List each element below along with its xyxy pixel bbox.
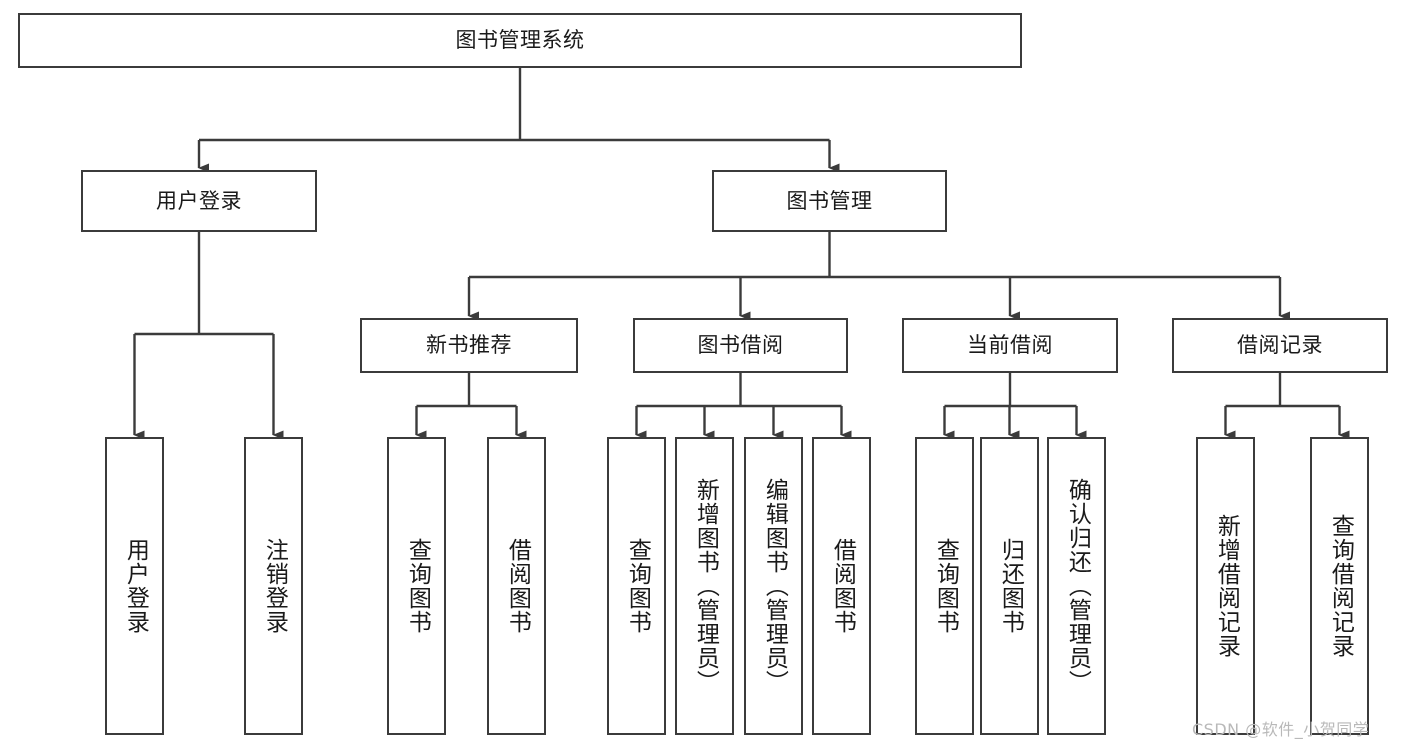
node-label-leaf-query-book-1: 查询图书	[404, 538, 431, 634]
node-leaf-user-logout[interactable]: 注销登录	[244, 437, 303, 735]
node-new-book-recommend[interactable]: 新书推荐	[360, 318, 578, 373]
node-label-leaf-user-logout: 注销登录	[261, 538, 288, 634]
node-leaf-query-book-1[interactable]: 查询图书	[387, 437, 446, 735]
node-label-leaf-return-book: 归还图书	[997, 538, 1024, 634]
node-label-borrow-record: 借阅记录	[1237, 333, 1323, 357]
node-leaf-user-login[interactable]: 用户登录	[105, 437, 164, 735]
node-label-leaf-edit-book: 编辑图书（管理员）	[761, 478, 788, 694]
node-borrow-record[interactable]: 借阅记录	[1172, 318, 1388, 373]
node-label-leaf-query-record: 查询借阅记录	[1327, 514, 1354, 658]
node-label-leaf-query-book-2: 查询图书	[624, 538, 651, 634]
csdn-watermark: CSDN @软件_小贺同学	[1192, 720, 1370, 739]
node-leaf-borrow-book-1[interactable]: 借阅图书	[487, 437, 546, 735]
node-leaf-add-record[interactable]: 新增借阅记录	[1196, 437, 1255, 735]
node-leaf-query-record[interactable]: 查询借阅记录	[1310, 437, 1369, 735]
node-label-book-borrow: 图书借阅	[697, 333, 784, 357]
node-leaf-return-book[interactable]: 归还图书	[980, 437, 1039, 735]
node-leaf-borrow-book-2[interactable]: 借阅图书	[812, 437, 871, 735]
node-label-leaf-add-book: 新增图书（管理员）	[692, 478, 719, 694]
node-label-leaf-borrow-book-2: 借阅图书	[829, 538, 856, 634]
node-label-leaf-user-login: 用户登录	[122, 538, 149, 634]
node-leaf-query-book-3[interactable]: 查询图书	[915, 437, 974, 735]
node-book-borrow[interactable]: 图书借阅	[633, 318, 848, 373]
node-current-borrow[interactable]: 当前借阅	[902, 318, 1118, 373]
connector-lines	[133, 68, 1350, 440]
node-leaf-query-book-2[interactable]: 查询图书	[607, 437, 666, 735]
node-label-leaf-add-record: 新增借阅记录	[1213, 514, 1240, 658]
node-user-login[interactable]: 用户登录	[81, 170, 317, 232]
node-label-current-borrow: 当前借阅	[967, 333, 1053, 357]
node-label-user-login: 用户登录	[156, 188, 242, 213]
node-label-new-book-recommend: 新书推荐	[426, 333, 512, 357]
node-book-manage[interactable]: 图书管理	[712, 170, 947, 232]
node-label-book-manage: 图书管理	[786, 188, 873, 213]
node-leaf-confirm-return[interactable]: 确认归还（管理员）	[1047, 437, 1106, 735]
node-label-root: 图书管理系统	[455, 28, 585, 52]
node-leaf-edit-book[interactable]: 编辑图书（管理员）	[744, 437, 803, 735]
node-root[interactable]: 图书管理系统	[18, 13, 1022, 68]
node-label-leaf-confirm-return: 确认归还（管理员）	[1064, 478, 1091, 694]
node-label-leaf-borrow-book-1: 借阅图书	[504, 538, 531, 634]
node-label-leaf-query-book-3: 查询图书	[932, 538, 959, 634]
node-leaf-add-book[interactable]: 新增图书（管理员）	[675, 437, 734, 735]
